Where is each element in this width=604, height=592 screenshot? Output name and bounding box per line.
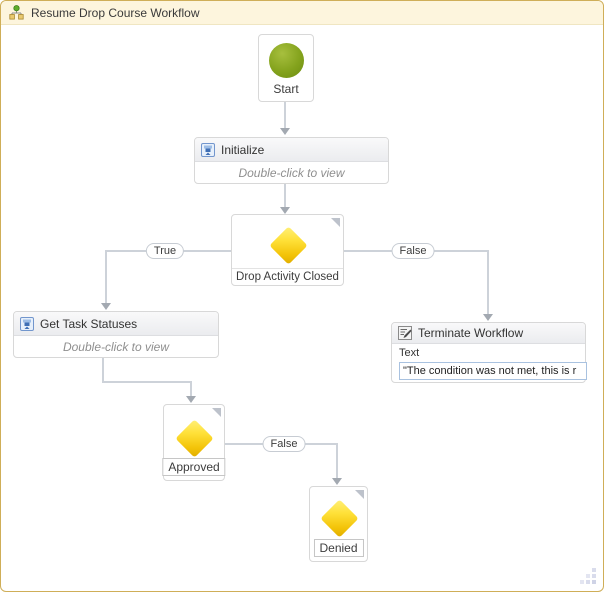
connector-true-vertical <box>105 250 107 304</box>
arrowhead-icon <box>483 314 493 321</box>
node-denied-label[interactable]: Denied <box>313 539 364 557</box>
node-start[interactable]: Start <box>258 34 314 102</box>
arrowhead-icon <box>332 478 342 485</box>
arrowhead-icon <box>280 128 290 135</box>
node-approved-label[interactable]: Approved <box>162 458 226 476</box>
activity-icon <box>20 316 34 331</box>
branch-label-false-2: False <box>262 436 306 452</box>
arrowhead-icon <box>101 303 111 310</box>
connector-approved-false-vertical <box>336 443 338 479</box>
decision-diamond-icon <box>320 499 359 538</box>
decision-diamond-icon <box>269 226 308 265</box>
connector-gts-down <box>102 358 104 383</box>
node-denied[interactable]: Denied <box>309 486 368 562</box>
node-drop-activity-closed-label: Drop Activity Closed <box>232 268 343 285</box>
node-initialize[interactable]: Initialize Double-click to view <box>194 137 389 184</box>
node-drop-activity-closed[interactable]: Drop Activity Closed <box>231 214 344 286</box>
titlebar: Resume Drop Course Workflow <box>1 1 603 25</box>
terminate-text-input[interactable] <box>399 362 587 380</box>
activity-icon <box>201 142 215 157</box>
page-title: Resume Drop Course Workflow <box>31 5 200 20</box>
resize-grip[interactable] <box>579 567 597 585</box>
node-initialize-title: Initialize <box>221 142 265 157</box>
connector-initialize-decision <box>284 184 286 208</box>
node-get-task-statuses-title: Get Task Statuses <box>40 316 138 331</box>
node-terminate-header: Terminate Workflow <box>392 323 585 344</box>
connector-start-initialize <box>284 102 286 129</box>
connector-false-vertical <box>487 250 489 315</box>
node-terminate-workflow[interactable]: Terminate Workflow Text <box>391 322 587 383</box>
node-approved[interactable]: Approved <box>162 404 226 481</box>
double-click-hint: Double-click to view <box>238 166 345 180</box>
connector-gts-vertical <box>190 381 192 397</box>
node-terminate-title: Terminate Workflow <box>418 326 524 340</box>
workflow-icon <box>9 5 24 20</box>
terminate-icon <box>398 326 412 340</box>
branch-label-true: True <box>145 243 185 259</box>
collapse-corner-icon[interactable] <box>212 408 221 417</box>
arrowhead-icon <box>186 396 196 403</box>
branch-label-false: False <box>391 243 435 259</box>
start-circle-icon <box>269 43 304 78</box>
double-click-hint: Double-click to view <box>62 340 170 354</box>
connector-gts-horizontal <box>102 381 192 383</box>
node-start-label: Start <box>273 82 299 96</box>
arrowhead-icon <box>280 207 290 214</box>
terminate-text-label: Text <box>399 347 420 359</box>
node-get-task-statuses[interactable]: Get Task Statuses Double-click to view <box>13 311 219 358</box>
node-initialize-header: Initialize <box>195 138 388 162</box>
collapse-corner-icon[interactable] <box>355 490 364 499</box>
decision-diamond-icon <box>175 419 214 458</box>
node-get-task-statuses-header: Get Task Statuses <box>14 312 218 336</box>
collapse-corner-icon[interactable] <box>331 218 340 227</box>
